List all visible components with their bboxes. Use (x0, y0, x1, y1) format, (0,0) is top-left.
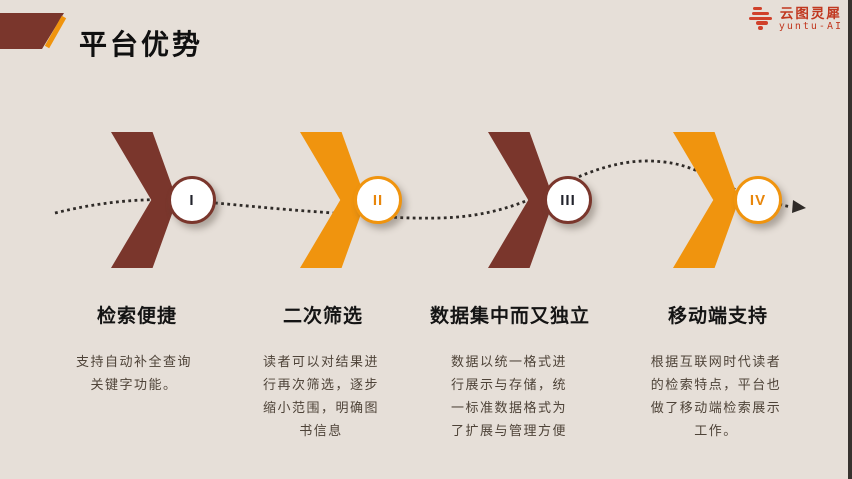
step-2-description: 读者可以对结果进 行再次筛选，逐步 缩小范围，明确图 书信息 (262, 354, 379, 438)
step-1-numeral-circle: I (168, 176, 216, 224)
step-4-numeral-circle: IV (734, 176, 782, 224)
step-2-heading: 二次筛选 (282, 306, 363, 327)
title-badge-slash (44, 15, 67, 49)
step-1-description: 支持自动补全查询 关键字功能。 (75, 354, 192, 392)
page-title: 平台优势 (79, 29, 204, 60)
arrowhead-icon (792, 200, 806, 213)
step-2-numeral-circle: II (354, 176, 402, 224)
logo-text: 云图灵犀 yuntu-AI (779, 6, 843, 32)
logo-name: 云图灵犀 (779, 6, 842, 21)
logo: 云图灵犀 yuntu-AI (748, 6, 843, 32)
logo-subtitle: yuntu-AI (778, 21, 843, 32)
step-4-numeral: IV (749, 191, 767, 209)
title-badge-shape (0, 13, 67, 49)
step-3-description: 数据以统一格式进 行展示与存储，统 一标准数据格式为 了扩展与管理方便 (450, 354, 567, 438)
step-3-numeral-circle: III (544, 176, 592, 224)
step-3-numeral: III (560, 191, 576, 209)
screen-edge-strip (848, 0, 852, 479)
step-2-numeral: II (372, 191, 384, 209)
step-3-heading: 数据集中而又独立 (429, 306, 590, 327)
step-1-heading: 检索便捷 (96, 306, 177, 327)
step-4-heading: 移动端支持 (667, 306, 768, 327)
step-1-numeral: I (189, 191, 195, 209)
step-4-description: 根据互联网时代读者 的检索特点，平台也 做了移动端检索展示 工作。 (650, 354, 782, 438)
logo-icon (748, 6, 774, 32)
title-badge-parallelogram (0, 13, 64, 49)
